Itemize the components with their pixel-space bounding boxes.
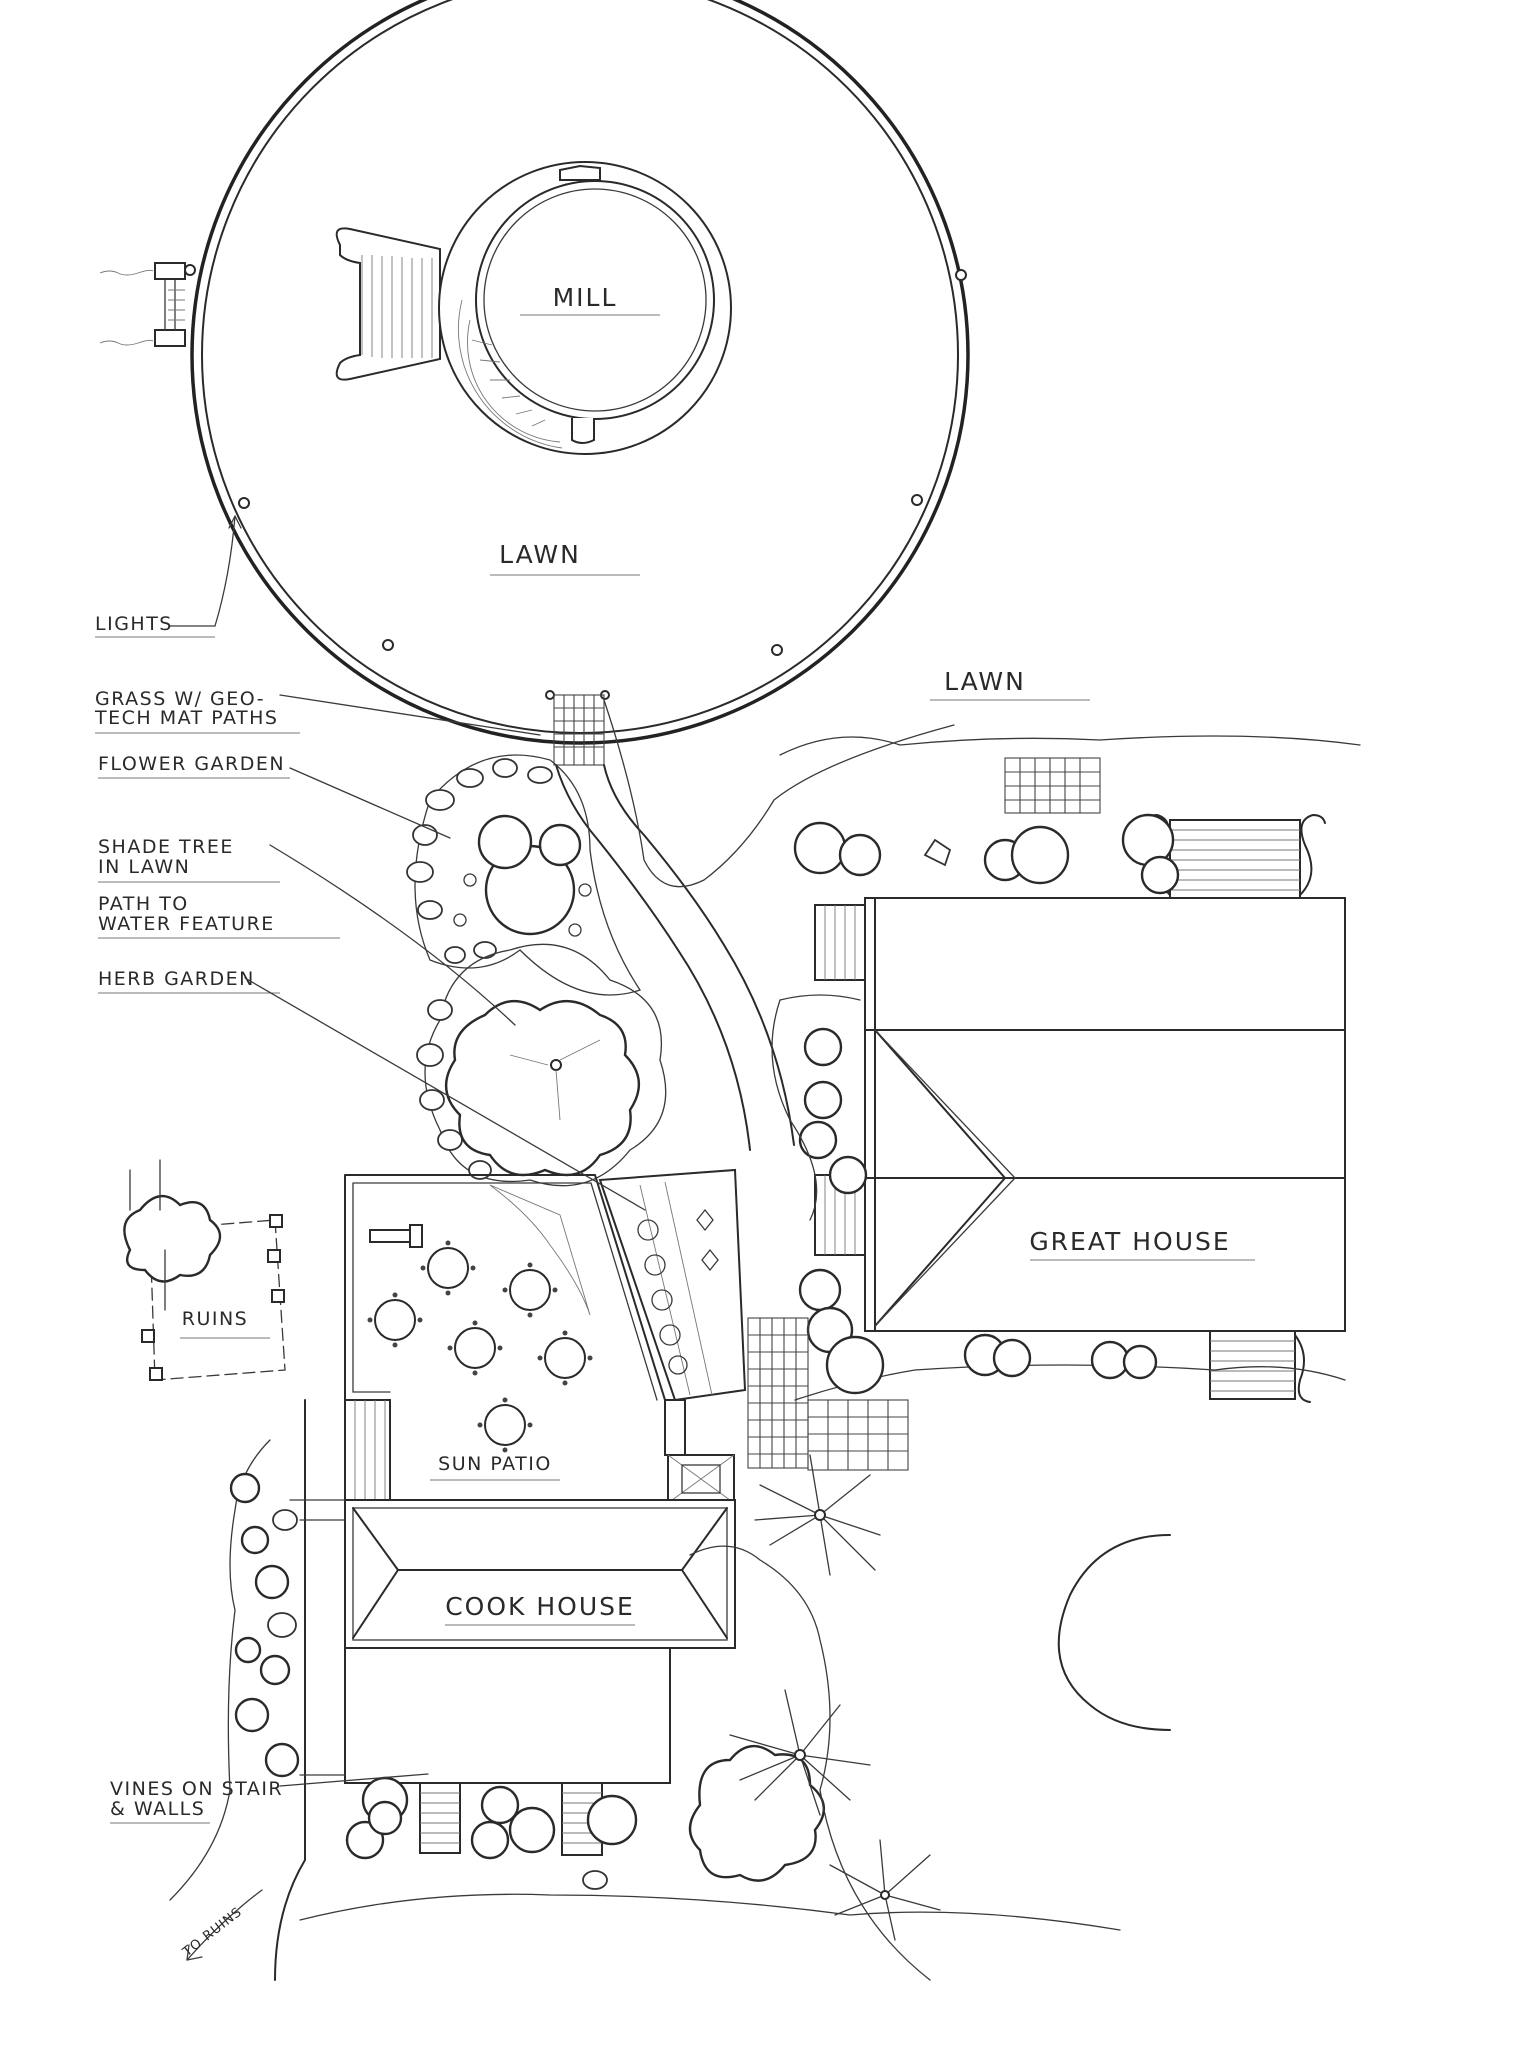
- great-house-label: GREAT HOUSE: [1029, 1227, 1230, 1256]
- callout-vines: VINES ON STAIR & WALLS: [110, 1773, 429, 1824]
- callout-lights: LIGHTS: [95, 515, 242, 638]
- drive-loop: [1057, 1534, 1171, 1731]
- mill-label: MILL: [553, 283, 618, 312]
- lights-callout: LIGHTS: [95, 613, 173, 635]
- great-house-planting: [771, 813, 1180, 1395]
- grass-callout-line1: GRASS W/ GEO-: [95, 688, 265, 710]
- cook-house: COOK HOUSE: [344, 1499, 736, 1784]
- great-house-south-stair: [1209, 1330, 1311, 1403]
- patio-tables: [367, 1240, 593, 1453]
- ruins-label: RUINS: [182, 1308, 249, 1330]
- path-to-water-feature: [555, 699, 955, 1151]
- callout-grass: GRASS W/ GEO- TECH MAT PATHS: [94, 688, 541, 736]
- lawn-circle-label: LAWN: [499, 540, 581, 569]
- sun-patio-label: SUN PATIO: [438, 1453, 552, 1475]
- vines-callout-line2: & WALLS: [110, 1798, 205, 1820]
- to-ruins-label: TO RUINS: [180, 1905, 246, 1961]
- shade-tree-callout-line1: SHADE TREE: [98, 836, 234, 858]
- callout-herb-garden: HERB GARDEN: [98, 968, 646, 1211]
- lawn-circle: [190, 0, 970, 745]
- great-house-north-stair: [1144, 814, 1326, 899]
- callout-shade-tree: SHADE TREE IN LAWN: [98, 836, 516, 1026]
- callout-flower-garden: FLOWER GARDEN: [98, 753, 451, 839]
- mill: MILL: [335, 161, 732, 455]
- west-lawn-stair: [99, 262, 186, 347]
- ruins: RUINS: [123, 1159, 286, 1381]
- west-walls-and-vines: [169, 1399, 346, 1981]
- lawn-east-label: LAWN: [944, 667, 1026, 696]
- path-callout-line2: WATER FEATURE: [98, 913, 275, 935]
- geotech-path-south: [747, 1317, 909, 1471]
- vines-callout-line1: VINES ON STAIR: [110, 1778, 283, 1800]
- geotech-path-east: [1004, 757, 1101, 814]
- path-callout-line1: PATH TO: [98, 893, 189, 915]
- lights: [184, 264, 967, 700]
- palms: [729, 1454, 941, 1941]
- flower-garden-callout: FLOWER GARDEN: [98, 753, 285, 775]
- great-house: GREAT HOUSE: [864, 897, 1346, 1332]
- geotech-path-north: [553, 694, 605, 766]
- cook-house-label: COOK HOUSE: [445, 1592, 635, 1621]
- shade-tree: [416, 943, 667, 1187]
- sun-patio: [344, 1174, 735, 1504]
- callout-path: PATH TO WATER FEATURE: [98, 893, 340, 939]
- great-house-west-stair: [814, 904, 866, 1256]
- herb-garden-callout: HERB GARDEN: [98, 968, 255, 990]
- cook-house-planting: [299, 1545, 1121, 1981]
- cook-house-stairs: [419, 1782, 603, 1856]
- flower-garden: [406, 754, 642, 996]
- herb-garden: [598, 1168, 747, 1402]
- grass-callout-line2: TECH MAT PATHS: [94, 707, 278, 729]
- to-ruins-arrow: [186, 1889, 263, 1961]
- shade-tree-callout-line2: IN LAWN: [98, 856, 190, 878]
